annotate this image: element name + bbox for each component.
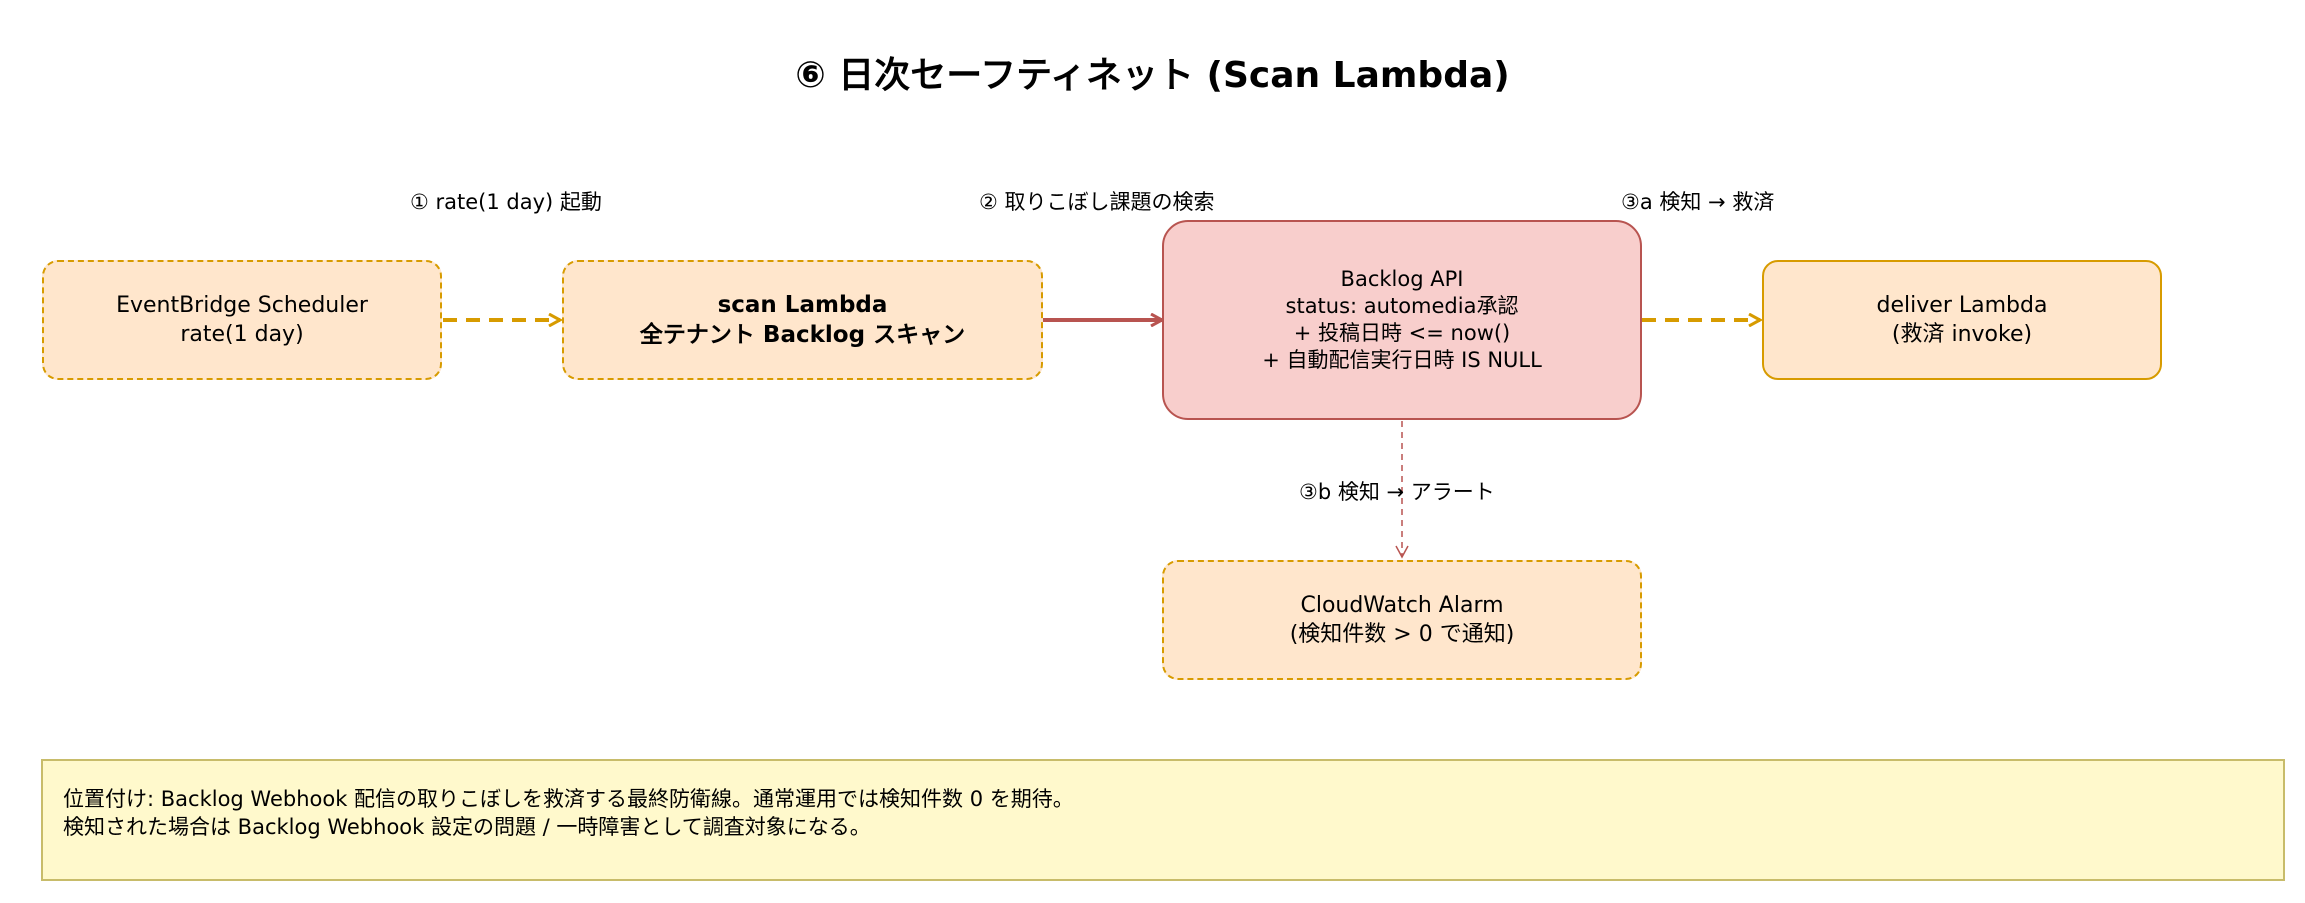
note-line2: 検知された場合は Backlog Webhook 設定の問題 / 一時障害として… bbox=[63, 815, 871, 839]
node-backlog-api[interactable]: Backlog API status: automedia承認 + 投稿日時 <… bbox=[1162, 220, 1642, 420]
node-scan-line1: scan Lambda bbox=[717, 292, 888, 318]
node-api-line1: Backlog API bbox=[1340, 267, 1464, 291]
node-deliver-line1: deliver Lambda bbox=[1876, 293, 2048, 318]
note-line1: 位置付け: Backlog Webhook 配信の取りこぼしを救済する最終防衛線… bbox=[63, 787, 1074, 811]
node-scheduler-line2: rate(1 day) bbox=[180, 322, 304, 347]
edge-label-rescue: ③a 検知 → 救済 bbox=[1621, 190, 1775, 214]
edge-label-alert: ③b 検知 → アラート bbox=[1299, 480, 1495, 504]
node-cloudwatch-alarm[interactable]: CloudWatch Alarm (検知件数 > 0 で通知) bbox=[1162, 560, 1642, 680]
node-scan-line2: 全テナント Backlog スキャン bbox=[639, 322, 966, 348]
diagram-title: ⑥ 日次セーフティネット (Scan Lambda) bbox=[795, 55, 1510, 96]
node-api-line4: + 自動配信実行日時 IS NULL bbox=[1262, 348, 1542, 372]
positioning-note: 位置付け: Backlog Webhook 配信の取りこぼしを救済する最終防衛線… bbox=[41, 759, 2285, 881]
node-api-line3: + 投稿日時 <= now() bbox=[1293, 321, 1511, 345]
node-deliver-lambda[interactable]: deliver Lambda (救済 invoke) bbox=[1762, 260, 2162, 380]
node-scheduler-line1: EventBridge Scheduler bbox=[116, 293, 368, 318]
node-alarm-line1: CloudWatch Alarm bbox=[1300, 593, 1504, 618]
node-scan-lambda[interactable]: scan Lambda 全テナント Backlog スキャン bbox=[562, 260, 1043, 380]
node-eventbridge-scheduler[interactable]: EventBridge Scheduler rate(1 day) bbox=[42, 260, 442, 380]
node-deliver-line2: (救済 invoke) bbox=[1891, 322, 2033, 347]
node-api-line2: status: automedia承認 bbox=[1285, 294, 1519, 318]
edge-label-search: ② 取りこぼし課題の検索 bbox=[979, 190, 1215, 214]
edge-label-rate-trigger: ① rate(1 day) 起動 bbox=[410, 190, 602, 214]
node-alarm-line2: (検知件数 > 0 で通知) bbox=[1289, 622, 1515, 647]
